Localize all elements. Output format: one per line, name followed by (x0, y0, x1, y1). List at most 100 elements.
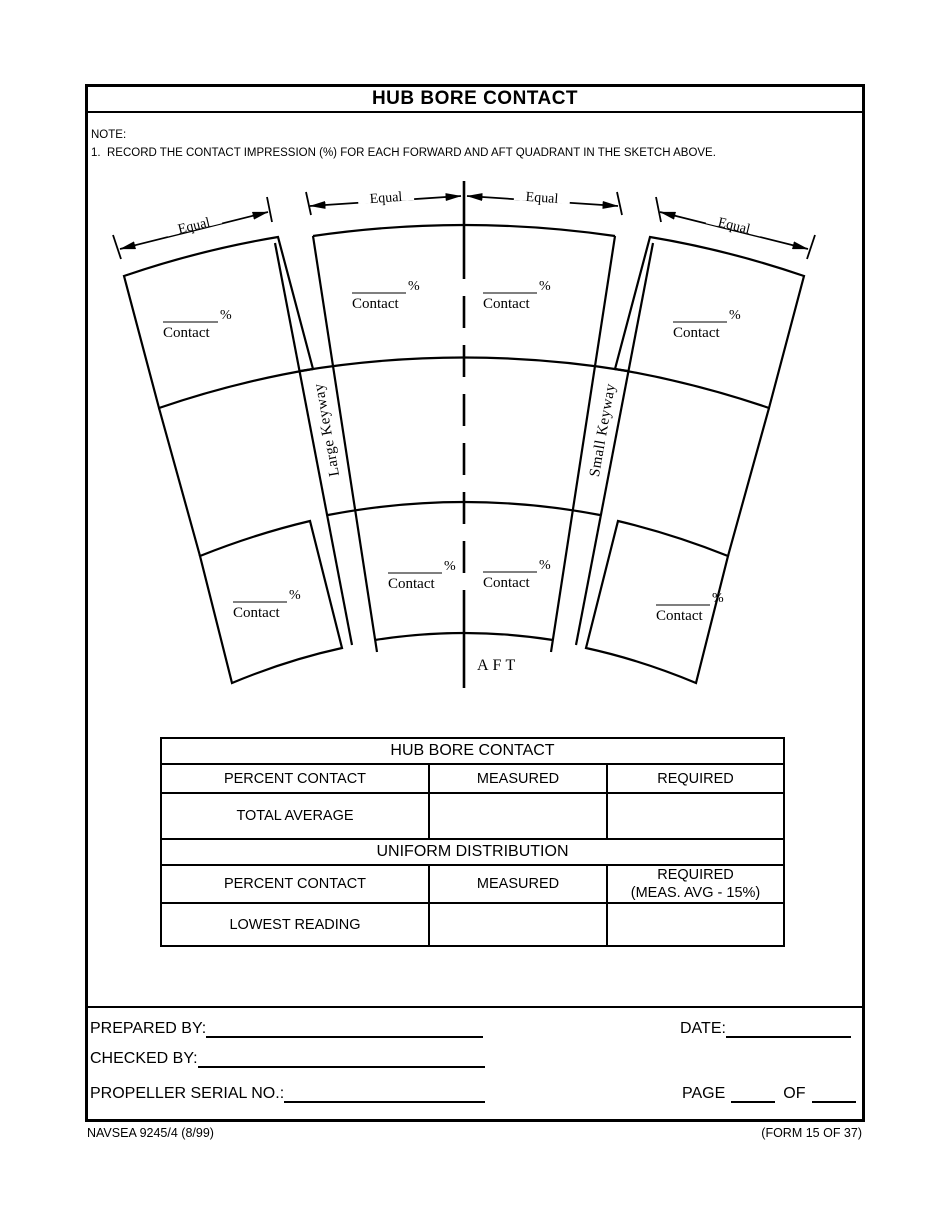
page-number-blank[interactable] (731, 1085, 776, 1103)
of-label: OF (783, 1085, 806, 1102)
date-blank[interactable] (725, 1020, 851, 1038)
upper-intermediate-arc (299, 356, 629, 373)
contact-entry-forward-middle-left: % Contact (352, 279, 420, 312)
table-section1-title: HUB BORE CONTACT (160, 737, 785, 765)
col-header-required: REQUIRED (606, 763, 785, 794)
aft-label: AFT (477, 657, 519, 674)
forward-right-quadrant-box (613, 235, 806, 410)
col-header-measured: MEASURED (428, 763, 608, 794)
required-line2: (MEAS. AVG - 15%) (630, 885, 761, 902)
date-row: DATE: (680, 1020, 851, 1038)
col-header-measured-2: MEASURED (428, 863, 608, 905)
hub-bore-contact-table: HUB BORE CONTACT PERCENT CONTACT MEASURE… (160, 737, 785, 948)
contact-label: Contact (352, 296, 399, 312)
equal-label-4: Equal (705, 207, 765, 238)
small-keyway-left-line (549, 235, 617, 653)
lower-intermediate-arc (327, 500, 601, 517)
page-title: HUB BORE CONTACT (371, 88, 579, 109)
total-average-label: TOTAL AVERAGE (160, 792, 430, 840)
left-column-outer-edge (157, 407, 202, 557)
equal-label-1: Equal (163, 207, 223, 238)
page-of-row: PAGE OF (682, 1085, 856, 1103)
percent-sign: % (539, 558, 551, 573)
lowest-reading-required-cell[interactable] (606, 902, 785, 948)
propeller-serial-label: PROPELLER SERIAL NO.: (90, 1085, 285, 1102)
svg-text:Small Keyway: Small Keyway (587, 382, 619, 478)
form-sheet-number: (FORM 15 OF 37) (761, 1126, 862, 1140)
hub-bore-sketch: Equal Equal Equal Equal (112, 181, 816, 688)
large-keyway-left-line (273, 242, 354, 646)
svg-text:Equal: Equal (716, 215, 751, 237)
small-keyway-right-line (574, 242, 655, 646)
date-label: DATE: (680, 1020, 726, 1037)
dimension-tick (266, 196, 273, 223)
lowest-reading-measured-cell[interactable] (428, 902, 608, 948)
checked-by-blank[interactable] (197, 1050, 485, 1068)
contact-label: Contact (673, 325, 720, 341)
contact-label: Contact (656, 608, 703, 624)
percent-sign: % (539, 279, 551, 294)
percent-sign: % (220, 308, 232, 323)
contact-entry-aft-middle-right: % Contact (483, 558, 551, 591)
contact-label: Contact (163, 325, 210, 341)
equal-label-3: Equal (513, 184, 571, 207)
contact-entry-forward-right-outer: % Contact (673, 308, 741, 341)
svg-text:Equal: Equal (176, 215, 211, 237)
dimension-tick (806, 234, 816, 260)
svg-text:Equal: Equal (369, 190, 403, 207)
aft-left-quadrant-box (198, 519, 344, 685)
large-keyway-right-line (311, 235, 379, 653)
percent-sign: % (289, 588, 301, 603)
contact-entry-forward-left-outer: % Contact (163, 308, 232, 341)
contact-label: Contact (233, 605, 280, 621)
contact-label: Contact (483, 296, 530, 312)
lowest-reading-label: LOWEST READING (160, 902, 430, 948)
footer-separator (85, 1006, 865, 1008)
prepared-by-label: PREPARED BY: (90, 1020, 207, 1037)
col-header-percent-contact-2: PERCENT CONTACT (160, 863, 430, 905)
contact-entry-aft-left-outer: % Contact (233, 588, 301, 621)
title-separator (88, 111, 862, 113)
prepared-by-row: PREPARED BY: (90, 1020, 484, 1038)
percent-sign: % (712, 591, 724, 606)
forward-left-quadrant-box (122, 235, 315, 410)
equal-dimension-line-1 (119, 211, 269, 250)
contact-entry-aft-middle-left: % Contact (388, 559, 456, 592)
col-header-required-2: REQUIRED (MEAS. AVG - 15%) (606, 863, 785, 905)
contact-entry-forward-middle-right: % Contact (483, 279, 551, 312)
total-average-required-cell[interactable] (606, 792, 785, 840)
dimension-tick (616, 191, 623, 216)
percent-sign: % (729, 308, 741, 323)
form-number: NAVSEA 9245/4 (8/99) (87, 1126, 214, 1140)
equal-dimension-line-4 (659, 211, 809, 250)
right-column-outer-edge (726, 407, 771, 557)
checked-by-row: CHECKED BY: (90, 1050, 485, 1068)
table-section2-title: UNIFORM DISTRIBUTION (160, 838, 785, 866)
required-line1: REQUIRED (657, 867, 734, 883)
aft-right-quadrant-box (584, 519, 730, 685)
dimension-tick (655, 196, 662, 223)
form-border (85, 84, 865, 1122)
dimension-tick (112, 234, 122, 260)
contact-entry-aft-right-outer: % Contact (656, 591, 724, 624)
small-keyway-label: Small Keyway (587, 382, 619, 478)
page-label: PAGE (682, 1085, 726, 1102)
propeller-serial-blank[interactable] (284, 1085, 486, 1103)
middle-band-inner-arc (374, 631, 554, 642)
checked-by-label: CHECKED BY: (90, 1050, 198, 1067)
percent-sign: % (408, 279, 420, 294)
middle-band-outer-arc (312, 223, 616, 238)
contact-label: Contact (483, 575, 530, 591)
note-label: NOTE: (91, 129, 127, 141)
page-total-blank[interactable] (811, 1085, 856, 1103)
prepared-by-blank[interactable] (206, 1020, 484, 1038)
note-item-1: 1. RECORD THE CONTACT IMPRESSION (%) FOR… (91, 147, 716, 159)
col-header-percent-contact: PERCENT CONTACT (160, 763, 430, 794)
contact-label: Contact (388, 576, 435, 592)
propeller-serial-row: PROPELLER SERIAL NO.: (90, 1085, 486, 1103)
total-average-measured-cell[interactable] (428, 792, 608, 840)
dimension-tick (305, 191, 312, 216)
percent-sign: % (444, 559, 456, 574)
equal-label-2: Equal (357, 184, 415, 207)
